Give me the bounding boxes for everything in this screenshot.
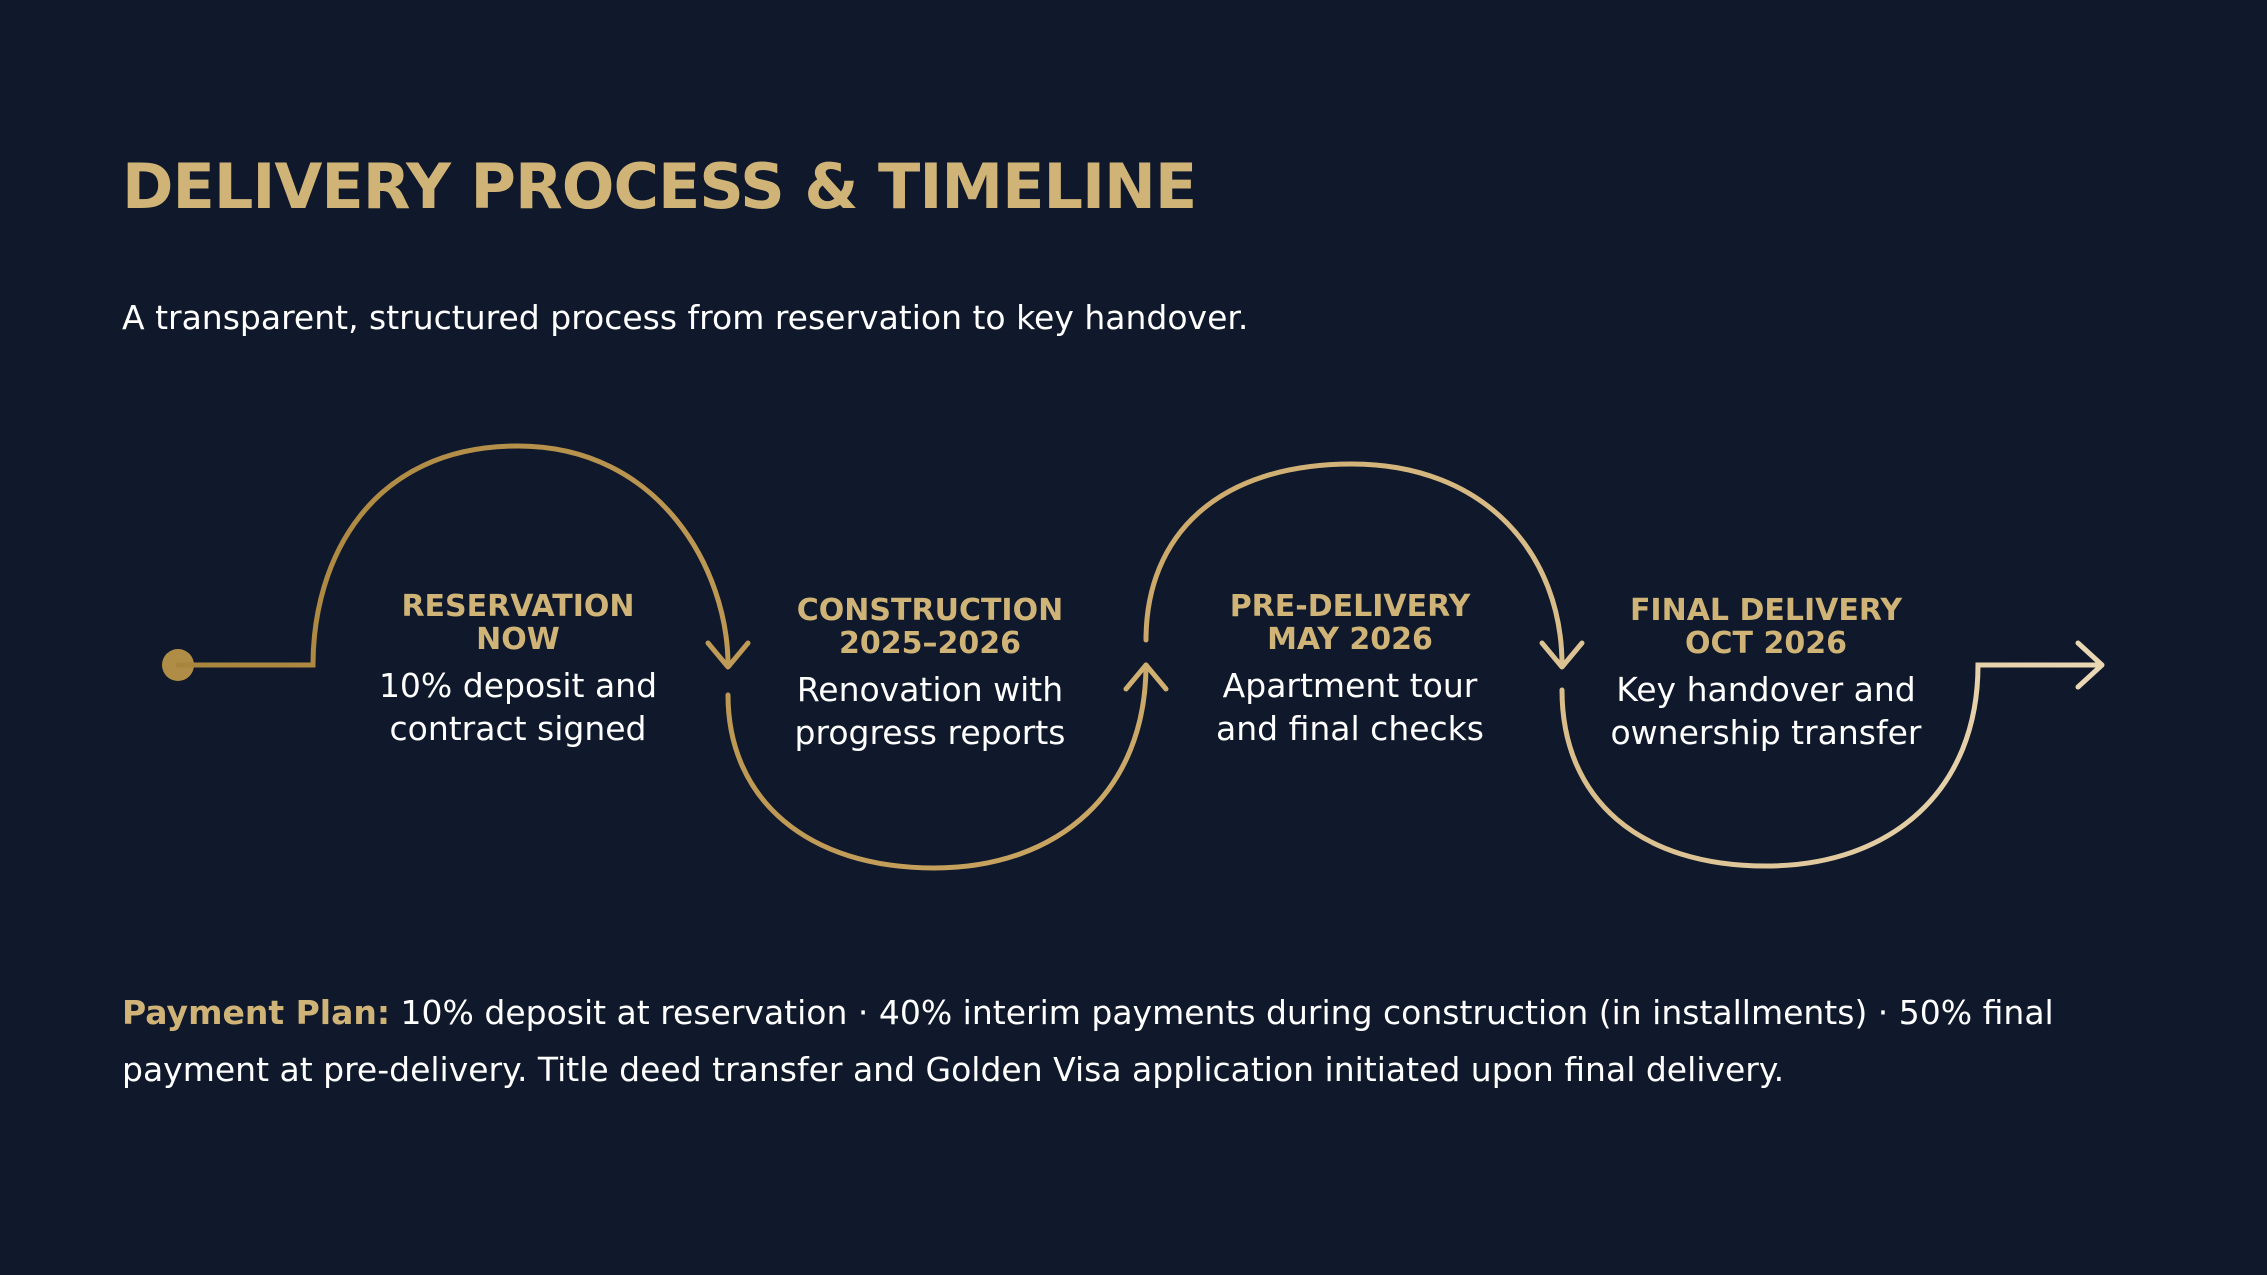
stage-construction: CONSTRUCTION 2025–2026 Renovation with p… xyxy=(750,594,1110,754)
stage-label: CONSTRUCTION 2025–2026 xyxy=(796,593,1064,661)
arrow-down-1 xyxy=(705,640,751,670)
arrow-right-end xyxy=(2075,640,2105,690)
stage-description: Apartment tour and final checks xyxy=(1216,666,1484,748)
timeline-curve xyxy=(175,443,2103,871)
payment-plan-label: Payment Plan: xyxy=(122,993,391,1032)
payment-plan-text: 10% deposit at reservation · 40% interim… xyxy=(122,993,2054,1089)
stage-label: FINAL DELIVERY OCT 2026 xyxy=(1629,593,1903,661)
arrow-up-2 xyxy=(1123,662,1169,692)
stage-description: Key handover and ownership transfer xyxy=(1610,670,1922,752)
page-title: DELIVERY PROCESS & TIMELINE xyxy=(122,150,1197,223)
stage-label: PRE-DELIVERY MAY 2026 xyxy=(1229,589,1471,657)
stage-reservation: RESERVATION NOW 10% deposit and contract… xyxy=(338,590,698,750)
payment-plan-note: Payment Plan: 10% deposit at reservation… xyxy=(122,984,2132,1098)
stage-description: Renovation with progress reports xyxy=(794,670,1066,752)
arrow-down-3 xyxy=(1539,640,1585,670)
stage-label: RESERVATION NOW xyxy=(401,589,635,657)
page-subtitle: A transparent, structured process from r… xyxy=(122,298,1249,337)
stage-pre-delivery: PRE-DELIVERY MAY 2026 Apartment tour and… xyxy=(1170,590,1530,750)
stage-final-delivery: FINAL DELIVERY OCT 2026 Key handover and… xyxy=(1586,594,1946,754)
stage-description: 10% deposit and contract signed xyxy=(378,666,658,748)
